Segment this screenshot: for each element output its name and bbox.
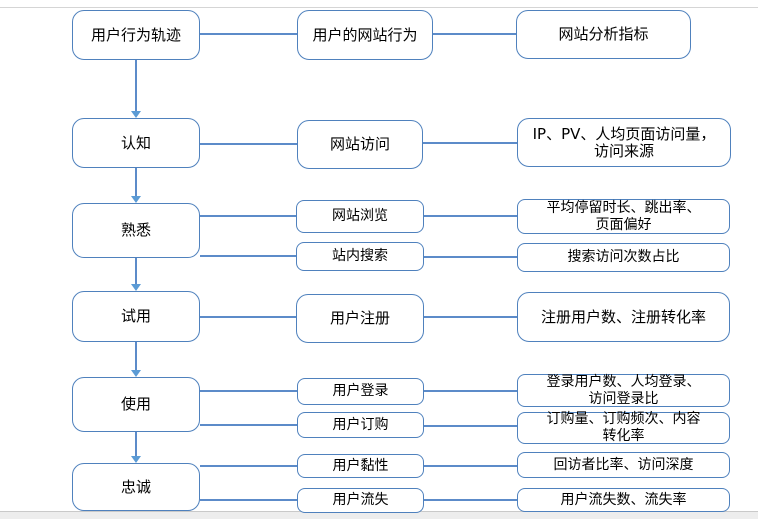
box-behavior-site-search: 站内搜索 (296, 242, 424, 271)
connector-line (200, 215, 296, 217)
box-behavior-user-register: 用户注册 (296, 294, 424, 343)
connector-line (200, 33, 297, 35)
arrow-down-icon (131, 370, 141, 377)
page-top-rule (0, 7, 758, 8)
arrow-down-icon (131, 456, 141, 463)
box-stage-user-behavior-trajectory: 用户行为轨迹 (72, 10, 200, 60)
connector-line (424, 215, 517, 217)
connector-line (424, 316, 517, 318)
box-behavior-site-browse: 网站浏览 (296, 200, 424, 233)
box-stage-cognition: 认知 (72, 118, 200, 168)
connector-line (200, 255, 296, 257)
connector-line (200, 316, 296, 318)
arrow-down-icon (131, 284, 141, 291)
connector-line (433, 33, 516, 35)
connector-line (424, 425, 517, 427)
box-behavior-user-churn: 用户流失 (297, 488, 424, 513)
connector-line (424, 465, 517, 467)
connector-line (135, 258, 137, 284)
connector-line (200, 465, 297, 467)
connector-line (424, 390, 517, 392)
connector-line (200, 143, 297, 145)
connector-line (200, 499, 297, 501)
connector-line (135, 432, 137, 456)
box-behavior-user-stickiness: 用户黏性 (297, 454, 424, 478)
arrow-down-icon (131, 196, 141, 203)
box-behavior-website-behavior: 用户的网站行为 (297, 10, 433, 60)
connector-line (135, 168, 137, 196)
box-metric-login-kpis: 登录用户数、人均登录、 访问登录比 (517, 374, 730, 407)
box-behavior-site-visit: 网站访问 (297, 120, 423, 169)
box-metric-header: 网站分析指标 (516, 10, 691, 59)
box-stage-familiarity: 熟悉 (72, 203, 200, 258)
box-metric-visit-kpis: IP、PV、人均页面访问量， 访问来源 (517, 118, 731, 167)
box-metric-churn-kpis: 用户流失数、流失率 (517, 488, 730, 512)
box-behavior-user-order: 用户订购 (297, 412, 424, 438)
box-metric-browse-kpis: 平均停留时长、跳出率、 页面偏好 (517, 199, 730, 234)
arrow-down-icon (131, 111, 141, 118)
box-metric-order-kpis: 订购量、订购频次、内容 转化率 (517, 411, 730, 444)
box-metric-stickiness-kpis: 回访者比率、访问深度 (517, 452, 730, 478)
connector-line (424, 256, 517, 258)
connector-line (135, 60, 137, 111)
connector-line (200, 390, 297, 392)
box-stage-loyalty: 忠诚 (72, 463, 200, 511)
box-stage-trial: 试用 (72, 291, 200, 342)
box-metric-register-kpis: 注册用户数、注册转化率 (517, 292, 730, 342)
box-stage-usage: 使用 (72, 377, 200, 432)
box-metric-search-kpis: 搜索访问次数占比 (517, 243, 730, 272)
connector-line (135, 342, 137, 370)
box-behavior-user-login: 用户登录 (297, 378, 424, 405)
connector-line (423, 142, 517, 144)
connector-line (424, 499, 517, 501)
connector-line (200, 424, 297, 426)
